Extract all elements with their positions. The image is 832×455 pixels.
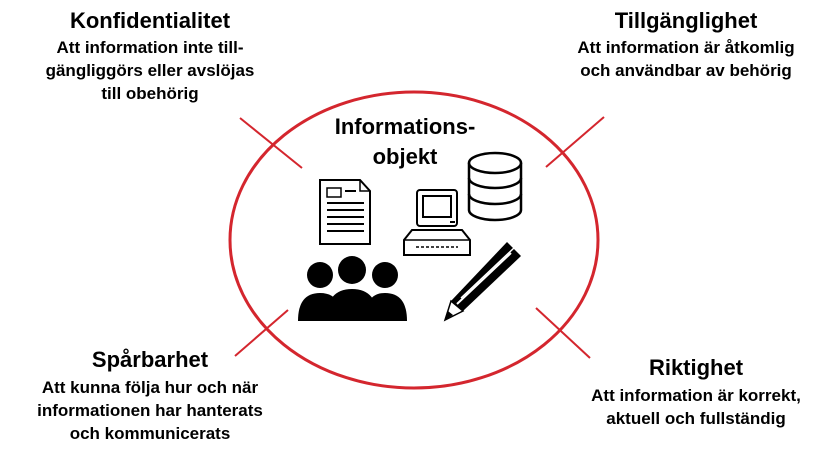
quadrant-text-line: aktuell och fullständig	[606, 409, 786, 428]
connector-line-sparbarhet	[234, 309, 289, 357]
center-label-line1: Informations-	[334, 114, 476, 139]
computer-icon	[403, 189, 471, 256]
quadrant-text-line: gängliggörs eller avslöjas	[45, 61, 255, 80]
quadrant-text-line: informationen har hanterats	[37, 401, 263, 420]
quadrant-text-line: och användbar av behörig	[580, 61, 792, 80]
quadrant-text-line: Att information är korrekt,	[591, 386, 801, 405]
pencil-icon	[443, 242, 521, 322]
quadrant-text-line: till obehörig	[101, 84, 199, 103]
people-icon	[298, 256, 407, 321]
quadrant-text-line: och kommunicerats	[69, 424, 231, 443]
quadrant-title: Spårbarhet	[91, 347, 209, 372]
connector-line-konfidentialitet	[239, 117, 303, 169]
database-icon	[467, 151, 523, 222]
center-label: Informations- objekt	[300, 112, 510, 172]
center-label-line2: objekt	[372, 144, 438, 169]
quadrant-konfidentialitet: Konfidentialitet Att information inte ti…	[0, 8, 300, 105]
connector-line-tillganglighet	[545, 116, 605, 168]
quadrant-title: Konfidentialitet	[69, 8, 231, 33]
quadrant-tillganglighet: Tillgänglighet Att information är åtkoml…	[540, 8, 832, 82]
quadrant-sparbarhet: Spårbarhet Att kunna följa hur och när i…	[0, 347, 300, 445]
quadrant-riktighet: Riktighet Att information är korrekt, ak…	[560, 355, 832, 430]
quadrant-text-line: Att information är åtkomlig	[577, 38, 795, 57]
central-ellipse	[228, 90, 600, 390]
quadrant-title: Riktighet	[648, 355, 744, 380]
quadrant-title: Tillgänglighet	[614, 8, 758, 33]
connector-line-riktighet	[535, 307, 591, 359]
document-icon	[319, 179, 371, 245]
quadrant-text-line: Att information inte till-	[56, 38, 244, 57]
quadrant-text-line: Att kunna följa hur och när	[41, 378, 259, 397]
